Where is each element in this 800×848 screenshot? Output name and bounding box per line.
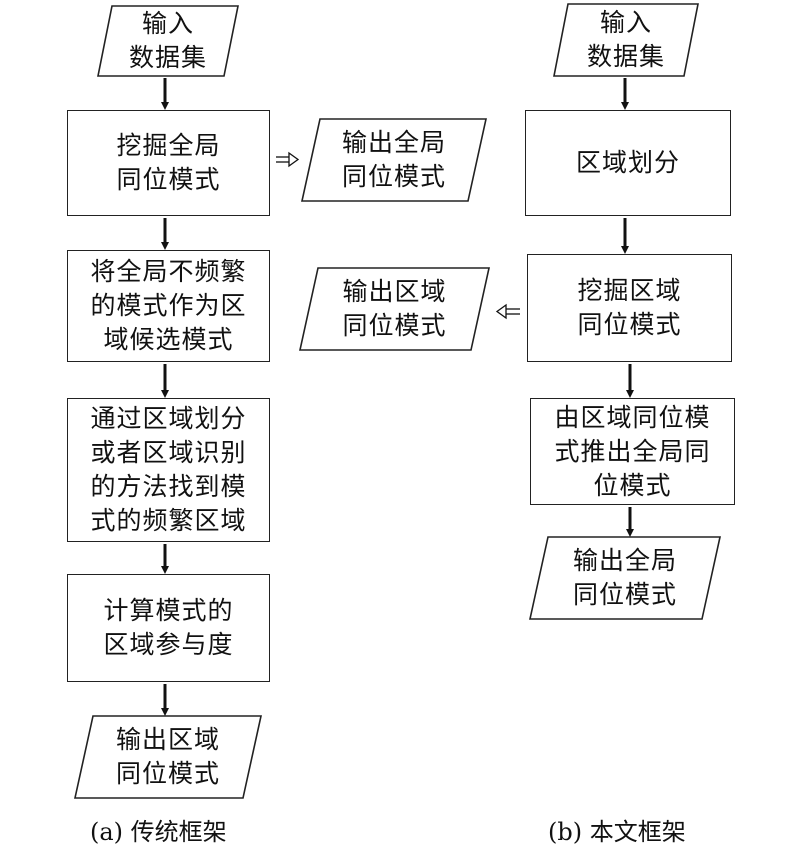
left-mine-global-box: 挖掘全局 同位模式 [67, 110, 270, 216]
right-output-region-parallelogram: 输出区域 同位模式 [299, 267, 490, 351]
left-participation-box: 计算模式的 区域参与度 [67, 574, 270, 682]
left-output-global-label: 输出全局 同位模式 [341, 128, 446, 191]
left-output-region-label: 输出区域 同位模式 [115, 725, 220, 788]
right-input-label: 输入 数据集 [586, 8, 665, 71]
right-output-global-label: 输出全局 同位模式 [572, 546, 677, 609]
right-caption: (b) 本文框架 [548, 818, 686, 846]
left-input-parallelogram: 输入 数据集 [97, 5, 239, 77]
left-mine-global-label: 挖掘全局 同位模式 [116, 131, 221, 194]
left-candidate-label: 将全局不频繁 的模式作为区 域候选模式 [90, 257, 247, 354]
right-derive-global-label: 由区域同位模 式推出全局同 位模式 [554, 402, 711, 500]
arrow-left-step1-to-side-output [276, 151, 300, 168]
left-find-region-label: 通过区域划分 或者区域识别 的方法找到模 式的频繁区域 [90, 404, 247, 535]
right-input-parallelogram: 输入 数据集 [553, 3, 699, 77]
arrow-right-step2-to-side-output [495, 303, 520, 320]
right-mine-region-label: 挖掘区域 同位模式 [577, 276, 682, 339]
right-partition-label: 区域划分 [575, 148, 680, 177]
right-output-global-parallelogram: 输出全局 同位模式 [529, 536, 721, 620]
left-caption: (a) 传统框架 [90, 818, 227, 846]
right-mine-region-box: 挖掘区域 同位模式 [527, 254, 732, 362]
left-output-region-parallelogram: 输出区域 同位模式 [74, 715, 262, 799]
left-candidate-box: 将全局不频繁 的模式作为区 域候选模式 [67, 250, 270, 362]
left-input-label: 输入 数据集 [128, 9, 207, 72]
right-derive-global-box: 由区域同位模 式推出全局同 位模式 [530, 398, 735, 505]
left-participation-label: 计算模式的 区域参与度 [103, 596, 234, 659]
right-partition-box: 区域划分 [525, 110, 731, 216]
left-output-global-parallelogram: 输出全局 同位模式 [301, 118, 487, 202]
right-output-region-label: 输出区域 同位模式 [342, 277, 447, 340]
left-find-region-box: 通过区域划分 或者区域识别 的方法找到模 式的频繁区域 [67, 398, 270, 542]
